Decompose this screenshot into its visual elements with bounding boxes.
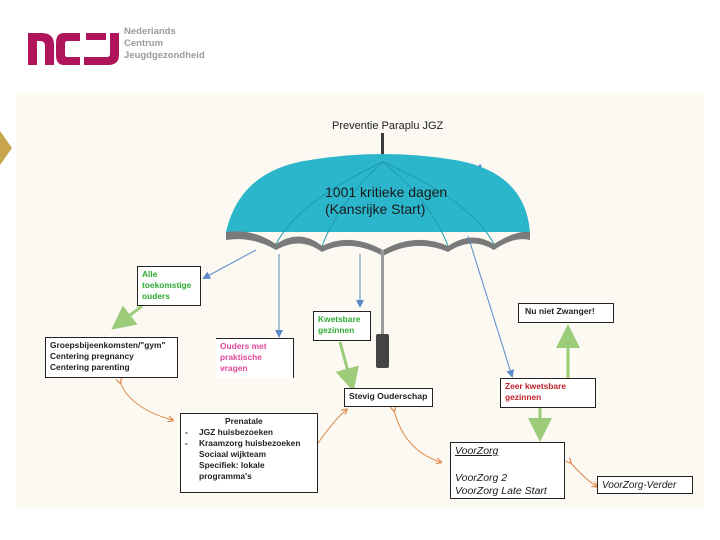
voorzorg-title: VoorZorg [455,445,499,457]
groep-line: Centering parenting [50,362,130,372]
logo-line: Jeugdgezondheid [124,50,205,61]
prenatale-item: Sociaal wijkteam [199,449,267,459]
logo-line: Nederlands [124,26,176,37]
prenatale-title: Prenatale [225,416,263,426]
logo-text: Nederlands Centrum Jeugdgezondheid [124,26,205,62]
slide-arrow-icon [0,131,12,165]
box-voorzorg: VoorZorg VoorZorg 2 VoorZorg Late Start [450,442,565,499]
voorzorg-item: VoorZorg 2 [455,472,508,484]
box-stevig-ouderschap: Stevig Ouderschap [344,388,433,407]
logo-line: Centrum [124,38,164,49]
box-zeer-kwetsbare: Zeer kwetsbare gezinnen [500,378,596,408]
box-praktische-vragen: Ouders met praktische vragen [216,338,294,378]
umbrella-label: 1001 kritieke dagen (Kansrijke Start) [325,184,447,218]
groep-line: Centering pregnancy [50,351,134,361]
umbrella-label-line: (Kansrijke Start) [325,201,426,217]
ncj-logo-icon [28,33,119,65]
box-kwetsbare-gezinnen: Kwetsbare gezinnen [313,311,371,341]
groep-line: Groepsbijeenkomsten/"gym" [50,340,166,350]
prenatale-item: Kraamzorg huisbezoeken [185,438,313,449]
voorzorg-item: VoorZorg Late Start [455,485,547,497]
umbrella-icon [226,133,530,368]
prenatale-item: Specifiek: lokale programma's [199,460,265,481]
prenatale-item: JGZ huisbezoeken [185,427,313,438]
box-groepsbijeenkomsten: Groepsbijeenkomsten/"gym" Centering preg… [45,337,178,378]
diagram-title: Preventie Paraplu JGZ [332,120,444,132]
voorzorg-verder-label: VoorZorg-Verder [602,480,677,491]
box-alle-ouders: Alle toekomstige ouders [137,266,201,306]
box-nu-niet-zwanger: Nu niet Zwanger! [518,303,614,323]
box-prenatale: Prenatale JGZ huisbezoeken Kraamzorg hui… [180,413,318,493]
box-voorzorg-verder: VoorZorg-Verder [597,476,693,494]
umbrella-label-line: 1001 kritieke dagen [325,184,448,200]
